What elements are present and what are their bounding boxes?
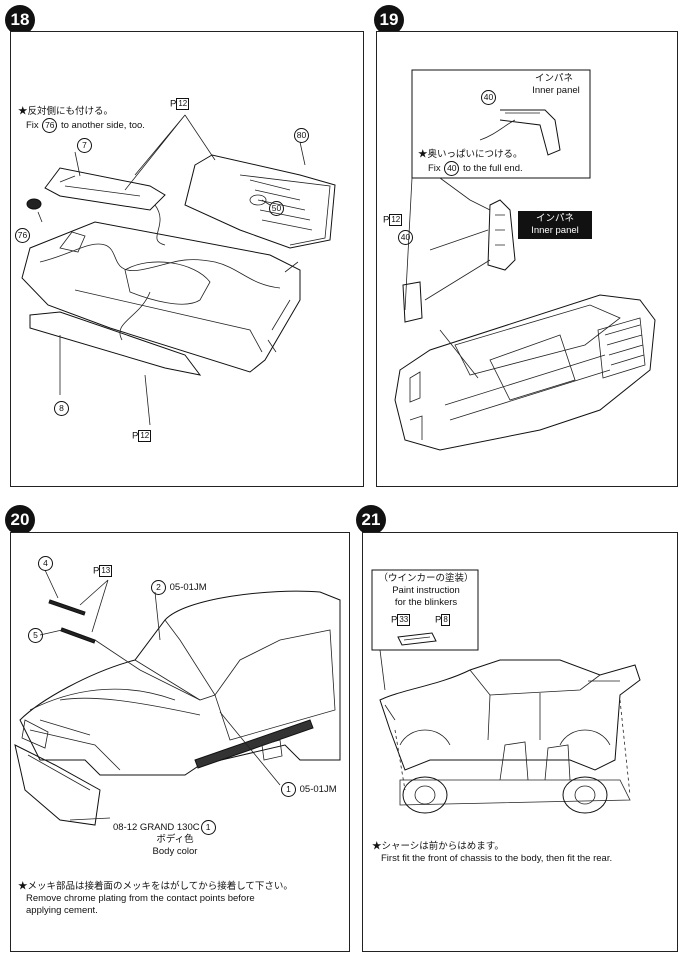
part-1-circle: 1 (281, 782, 296, 797)
step-19-number: 19 (374, 5, 404, 35)
part-callout-76-inline: 76 (42, 118, 58, 133)
step-20-note-jp: ★メッキ部品は接着面のメッキをはがしてから接着して下さい。 (18, 881, 293, 892)
page-ref-box: 12 (176, 98, 190, 110)
step-19-panel (376, 31, 678, 487)
part-40-circle: 40 (481, 90, 496, 105)
step-19-note-en: Fix 40 to the full end. (428, 161, 523, 176)
step-19-note-en-post: to the full end. (462, 163, 523, 175)
part-callout-4: 4 (37, 556, 54, 571)
part-callout-1: 1 05-01JM (280, 782, 337, 797)
body-paint-circle: 1 (200, 820, 216, 835)
step-20-body-jp: ボディ色 (156, 834, 194, 845)
inner-panel-en: Inner panel (531, 225, 579, 236)
part-callout-40-top: 40 (480, 90, 497, 105)
step-19-number-text: 19 (379, 10, 399, 29)
step-20-note-en2: applying cement. (26, 905, 98, 916)
part-callout-8: 8 (53, 401, 70, 416)
body-paint-code: 08-12 GRAND 130C (113, 822, 200, 834)
part-80-circle: 80 (294, 128, 309, 143)
part-callout-50: 50 (268, 201, 285, 216)
step-18-note-en-pre: Fix (26, 120, 39, 132)
page-ref-box: 33 (397, 614, 411, 626)
step-19-inner-jp: インパネ (534, 73, 573, 84)
step-21-panel (362, 532, 678, 952)
pref-letter: P (132, 430, 139, 442)
step-19-inner-en: Inner panel (532, 85, 580, 96)
part-2-color: 05-01JM (169, 582, 207, 594)
step-21-blinker-en1: Paint instruction (392, 585, 460, 596)
part-76-circle: 76 (15, 228, 30, 243)
step-19-inner-panel-label: インパネ Inner panel (518, 211, 592, 239)
step-20-body-en: Body color (152, 846, 198, 857)
part-40b-circle: 40 (398, 230, 413, 245)
step-18-note-jp: ★反対側にも付ける。 (18, 106, 114, 117)
step-21-note-en: First fit the front of chassis to the bo… (381, 853, 613, 864)
part-callout-2: 2 05-01JM (150, 580, 207, 595)
part-callout-7: 7 (76, 138, 93, 153)
pref-letter: P (435, 614, 442, 626)
part-7-circle: 7 (77, 138, 92, 153)
step-18-number-text: 18 (10, 10, 30, 29)
step-21-number-text: 21 (361, 510, 381, 529)
step-18-note-en-post: to another side, too. (60, 120, 145, 132)
inner-panel-jp: インパネ (535, 213, 574, 224)
part-4-circle: 4 (38, 556, 53, 571)
part-callout-40-bottom: 40 (397, 230, 414, 245)
step-19-note-jp: ★奥いっぱいにつける。 (418, 149, 523, 160)
part-50-circle: 50 (269, 201, 284, 216)
part-2-circle: 2 (151, 580, 166, 595)
step-20-panel (10, 532, 350, 952)
page-ref-box: 8 (441, 614, 450, 626)
step-19-note-en-pre: Fix (428, 163, 441, 175)
part-1-color: 05-01JM (299, 784, 337, 796)
part-callout-76: 76 (14, 228, 31, 243)
step-20-number: 20 (5, 505, 35, 535)
part-callout-80: 80 (293, 128, 310, 143)
part-callout-5: 5 (27, 628, 44, 643)
page-ref-box: 12 (389, 214, 403, 226)
step-21-number: 21 (356, 505, 386, 535)
pref-letter: P (391, 614, 398, 626)
step-21-note-jp: ★シャーシは前からはめます。 (372, 841, 504, 852)
part-8-circle: 8 (54, 401, 69, 416)
pref-letter: P (93, 565, 100, 577)
step-21-blinker-jp: （ウインカーの塗装） (378, 573, 474, 584)
step-18-note-en: Fix 76 to another side, too. (26, 118, 145, 133)
part-callout-40-inline: 40 (444, 161, 460, 176)
step-20-note-en1: Remove chrome plating from the contact p… (26, 893, 255, 904)
step-18-panel (10, 31, 364, 487)
step-20-number-text: 20 (10, 510, 30, 529)
page-ref-box: 12 (138, 430, 152, 442)
step-18-number: 18 (5, 5, 35, 35)
pref-letter: P (383, 214, 390, 226)
page-ref-box: 13 (99, 565, 113, 577)
step-21-blinker-en2: for the blinkers (394, 597, 458, 608)
pref-letter: P (170, 98, 177, 110)
part-5-circle: 5 (28, 628, 43, 643)
